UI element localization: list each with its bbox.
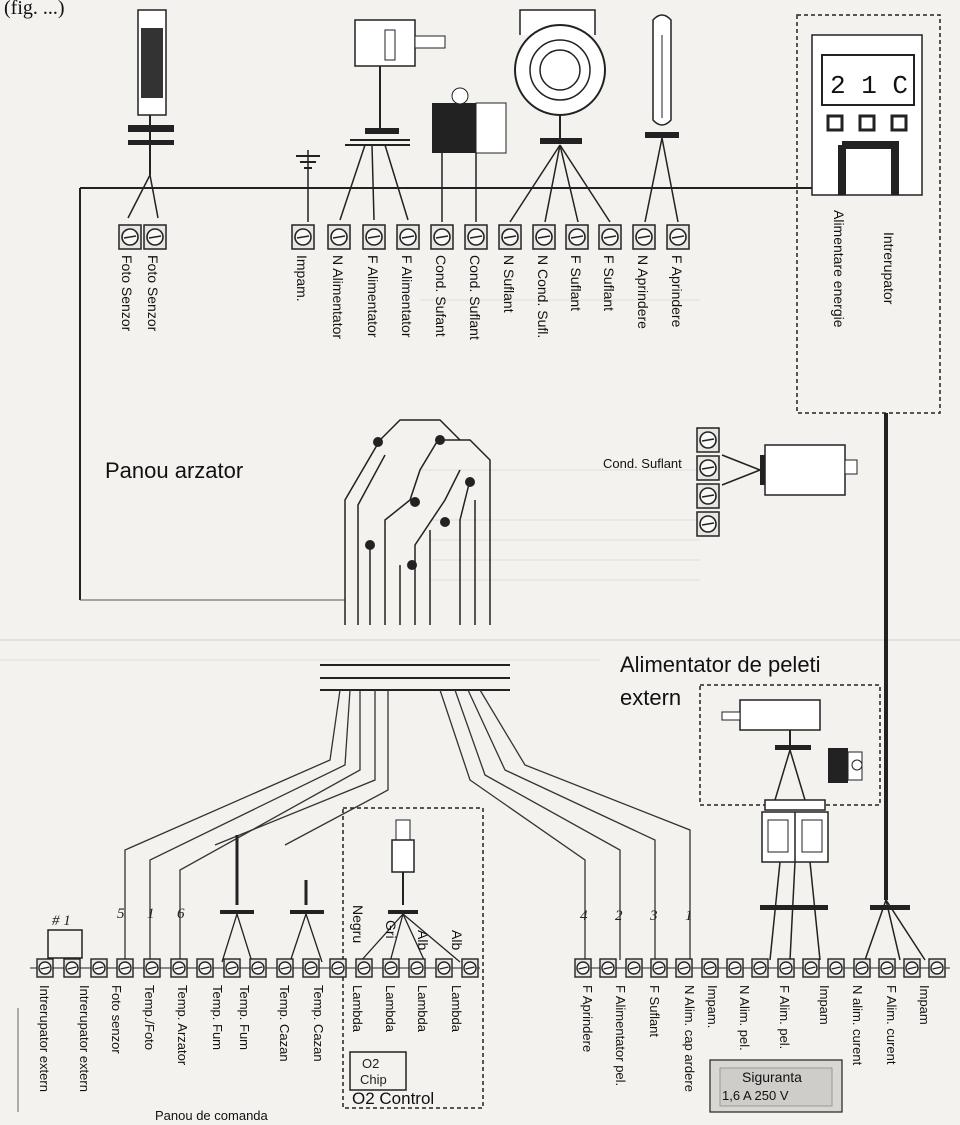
bottom-right-labels: F Aprindere F Alimentator pel. F Suflant…	[580, 985, 932, 1092]
fuse-label-1: Siguranta	[742, 1069, 802, 1085]
fuse-box: Siguranta 1,6 A 250 V	[709, 1059, 843, 1113]
label-n-cond-sufl: N Cond. Sufl.	[535, 255, 551, 338]
terminal-strip-main-top	[291, 224, 690, 250]
label-lambda-3: Lambda	[415, 985, 430, 1033]
label-foto-senzor-2: Foto Senzor	[145, 255, 161, 332]
label-f-aprindere: F Aprindere	[669, 255, 685, 328]
label-foto-senzor-1: Foto Senzor	[119, 255, 135, 332]
wire-num-left-2: 1	[147, 906, 155, 922]
temp-fum-sensor	[220, 835, 254, 963]
label-f-suflant-b: F Suflant	[647, 985, 662, 1037]
label-f-alimentator-1: F Alimentator	[365, 255, 381, 338]
temp-cazan-sensor	[289, 880, 324, 963]
label-lambda-4: Lambda	[449, 985, 464, 1033]
label-impam: Impam.	[294, 255, 310, 302]
label-impam-b2: Impam	[817, 985, 832, 1025]
label-f-suflant-1: F Suflant	[568, 255, 584, 311]
label-foto-senzor: Foto senzor	[109, 985, 124, 1054]
wire-num-right-1: 2	[615, 908, 623, 924]
condenser-component	[432, 87, 507, 222]
photo-sensor-component	[127, 9, 174, 219]
o2-control-box: O2 Chip O2 Control	[342, 807, 484, 1109]
label-temp-fum-1: Temp. Fum	[210, 985, 225, 1050]
bottom-left-labels: Intrerupator extern Intrerupator extern …	[37, 985, 464, 1092]
wire-num-right-0: 4	[580, 908, 588, 924]
wire-color-alb-2: Alb	[449, 930, 465, 950]
terminal-strip-photo	[118, 224, 167, 250]
label-f-alimentator-pel: F Alimentator pel.	[613, 985, 628, 1086]
label-cond-sufant: Cond. Sufant	[433, 255, 449, 337]
label-n-suflant: N Suflant	[501, 255, 517, 313]
side-terminal-block: Cond. Suflant	[603, 427, 858, 537]
label-intrerupator-extern-1: Intrerupator extern	[37, 985, 52, 1092]
label-temp-cazan-1: Temp. Cazan	[277, 985, 292, 1062]
wire-color-alb-1: Alb	[415, 930, 431, 950]
label-temp-arzator: Temp. Arzator	[175, 985, 190, 1066]
power-supply-box: 2 1 C Alimentare energie Intrerupator	[796, 14, 941, 414]
external-feeder-box	[699, 684, 881, 806]
label-intrerupator: Intrerupator	[881, 232, 897, 305]
label-f-alim-pel: F Alim. pel.	[777, 985, 792, 1049]
feeder-motor-component	[339, 19, 446, 221]
feeder-connector	[760, 799, 829, 961]
label-f-suflant-2: F Suflant	[601, 255, 617, 311]
wire-color-negru: Negru	[350, 905, 366, 943]
label-side-cond-suflant: Cond. Suflant	[603, 456, 682, 471]
wire-color-gri: Gri	[383, 920, 399, 939]
harness-bars	[320, 664, 510, 691]
label-temp-foto: Temp./Foto	[142, 985, 157, 1050]
wire-num-right-2: 3	[649, 908, 658, 924]
label-n-alim-cap-ardere: N Alim. cap ardere	[682, 985, 697, 1092]
label-n-alim-curent: N alim. curent	[850, 985, 865, 1066]
o2-chip-line1: O2	[362, 1056, 379, 1071]
label-intrerupator-extern-2: Intrerupator extern	[77, 985, 92, 1092]
ground-symbol	[296, 150, 320, 222]
label-n-alim-pel: N Alim. pel.	[737, 985, 752, 1051]
label-f-aprindere-b: F Aprindere	[580, 985, 595, 1052]
o2-chip-line2: Chip	[360, 1072, 387, 1087]
switch-dots	[365, 435, 475, 570]
external-feeder-title-2: extern	[620, 685, 681, 710]
wire-num-left-1: 5	[117, 906, 125, 922]
external-feeder-title-1: Alimentator de peleti	[620, 652, 821, 677]
power-line-split	[864, 899, 926, 961]
wire-num-left-0: # 1	[52, 913, 71, 929]
blower-fan-component	[509, 9, 611, 223]
fuse-label-2: 1,6 A 250 V	[722, 1088, 789, 1103]
label-cond-suflant: Cond. Suflant	[467, 255, 483, 340]
power-display: 2 1 C	[830, 71, 908, 101]
external-switch-component: # 1	[47, 913, 83, 959]
o2-control-label: O2 Control	[352, 1089, 434, 1108]
wire-num-left-3: 6	[177, 906, 185, 922]
wire-num-right-3: 1	[685, 908, 693, 924]
header-fragment: (fig. ...)	[4, 0, 65, 19]
panou-arzator-title: Panou arzator	[105, 458, 243, 483]
label-n-aprindere: N Aprindere	[635, 255, 651, 329]
label-impam-b1: Impam.	[705, 985, 720, 1028]
panou-de-comanda-title: Panou de comanda	[155, 1108, 269, 1123]
terminal-strip-bottom-right	[574, 958, 950, 978]
label-n-alimentator: N Alimentator	[330, 255, 346, 339]
top-terminal-labels: Foto Senzor Foto Senzor Impam. N Aliment…	[119, 255, 685, 340]
label-lambda-1: Lambda	[350, 985, 365, 1033]
harness-wires	[124, 689, 691, 960]
central-switch-bundle	[344, 419, 491, 625]
igniter-component	[644, 14, 679, 223]
label-f-alimentator-2: F Alimentator	[399, 255, 415, 338]
label-alimentare-energie: Alimentare energie	[831, 210, 847, 328]
label-f-alim-curent: F Alim. curent	[884, 985, 899, 1065]
terminal-strip-bottom-left	[30, 958, 480, 978]
label-temp-fum-2: Temp. Fum	[237, 985, 252, 1050]
label-lambda-2: Lambda	[383, 985, 398, 1033]
top-panel-frame	[79, 187, 905, 601]
label-temp-cazan-2: Temp. Cazan	[311, 985, 326, 1062]
label-impam-b3: Impam	[917, 985, 932, 1025]
